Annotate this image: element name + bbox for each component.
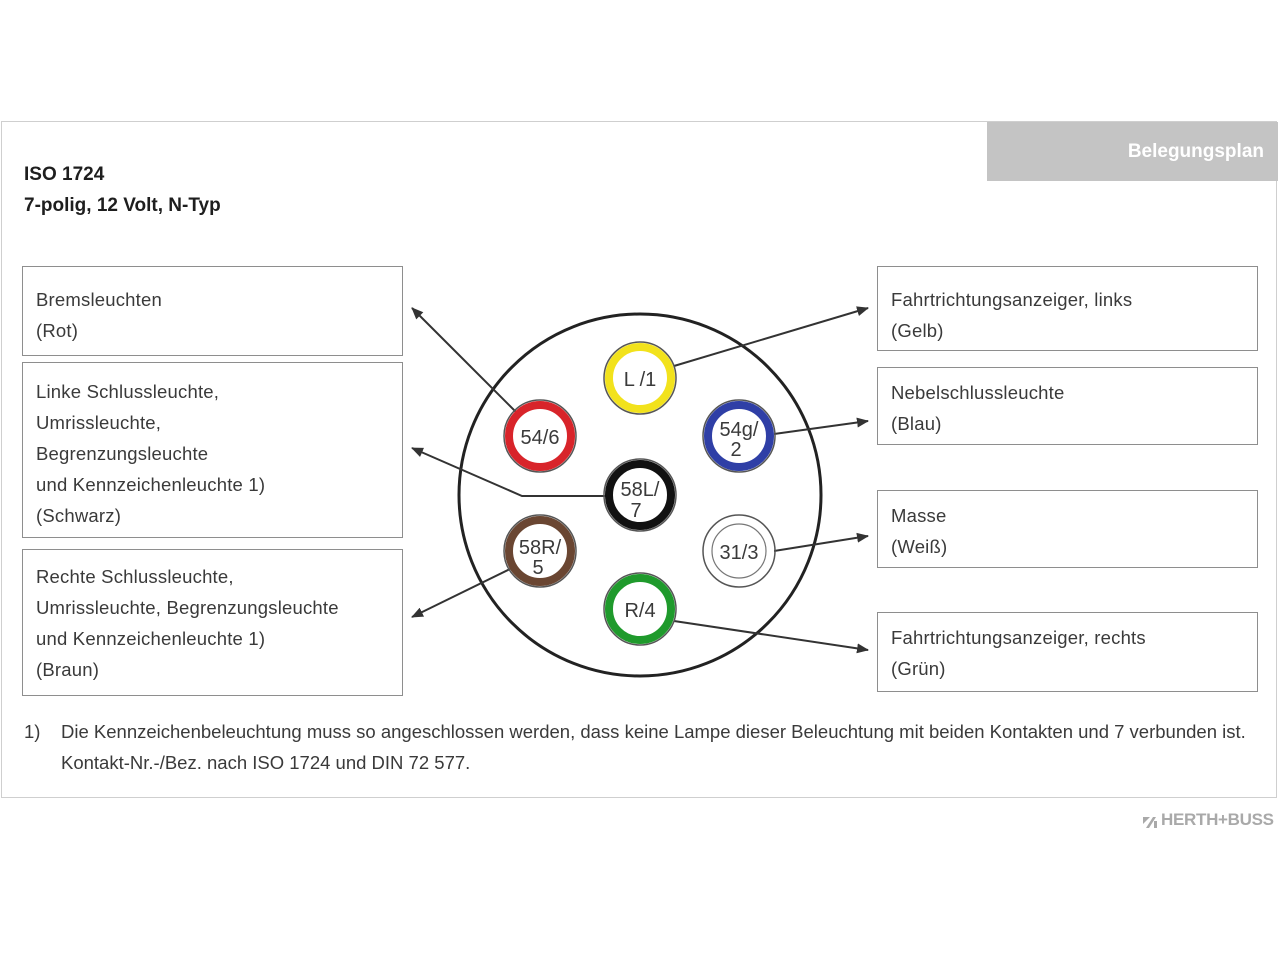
box-line: (Grün) — [891, 658, 946, 679]
socket-outline — [457, 312, 823, 678]
box-line: Masse — [891, 505, 947, 526]
box-line: und Kennzeichenleuchte 1) — [36, 628, 266, 649]
box-line: Bremsleuchten — [36, 289, 162, 310]
label-box-nebelschlussleuchte: Nebelschlussleuchte (Blau) — [877, 367, 1258, 445]
pin-label: 58L/ — [621, 479, 660, 501]
pin-label: 54g/ — [720, 419, 759, 441]
connector-lines — [411, 306, 869, 654]
label-box-masse: Masse (Weiß) — [877, 490, 1258, 568]
pin-ring — [505, 516, 575, 586]
pin-inner-outline — [711, 523, 767, 579]
box-line: (Weiß) — [891, 536, 948, 557]
box-line: Fahrtrichtungsanzeiger, links — [891, 289, 1133, 310]
label-box-fahrtrichtung-links: Fahrtrichtungsanzeiger, links (Gelb) — [877, 266, 1258, 351]
pin-ring — [605, 460, 675, 530]
pin-label-2: 2 — [730, 439, 741, 461]
pin-outline — [503, 399, 577, 473]
pin-label-2: 5 — [532, 557, 543, 579]
box-line: (Braun) — [36, 659, 100, 680]
footnote-mark: 1) — [24, 721, 41, 742]
box-line: und Kennzeichenleuchte 1) — [36, 474, 266, 495]
label-box-rechte-schlussleuchte: Rechte Schlussleuchte, Umrissleuchte, Be… — [22, 549, 403, 696]
spec-subtitle: 7-polig, 12 Volt, N-Typ — [24, 195, 221, 216]
box-line: Umrissleuchte, Begrenzungsleuchte — [36, 597, 339, 618]
arrow-l-1 — [673, 306, 869, 367]
label-box-fahrtrichtung-rechts: Fahrtrichtungsanzeiger, rechts (Grün) — [877, 612, 1258, 692]
pin-label: L /1 — [624, 369, 657, 391]
pin-label: 31/3 — [720, 542, 759, 564]
pin-outline — [603, 341, 677, 415]
box-line: (Schwarz) — [36, 505, 122, 526]
pin-outline — [503, 514, 577, 588]
box-line: Nebelschlussleuchte — [891, 382, 1065, 403]
pin-ring — [505, 401, 575, 471]
arrow-58r-5 — [411, 568, 511, 618]
arrow-58l-7 — [411, 447, 606, 497]
box-line: (Blau) — [891, 413, 942, 434]
pin-58l7: 58L/ 7 — [603, 458, 677, 532]
pin-54g2: 54g/ 2 — [702, 399, 776, 473]
pin-58r5: 58R/ 5 — [503, 514, 577, 588]
standard-title: ISO 1724 — [24, 164, 105, 185]
footnote-text: Die Kennzeichenbeleuchtung muss so anges… — [61, 721, 1246, 773]
arrow-r-4 — [673, 620, 869, 654]
arrow-31-3 — [773, 532, 869, 552]
pin-outline — [603, 572, 677, 646]
box-line: (Rot) — [36, 320, 79, 341]
pin-l1: L /1 — [603, 341, 677, 415]
pin-ring — [704, 516, 774, 586]
pin-313: 31/3 — [702, 514, 776, 588]
label-box-bremsleuchten: Bremsleuchten (Rot) — [22, 266, 403, 356]
box-line: Fahrtrichtungsanzeiger, rechts — [891, 627, 1146, 648]
pin-label: 54/6 — [521, 427, 560, 449]
arrow-54-6 — [411, 307, 518, 414]
box-line: Umrissleuchte, — [36, 412, 162, 433]
belegungsplan-tag: Belegungsplan — [987, 122, 1278, 181]
pin-outline — [702, 399, 776, 473]
box-line: Begrenzungsleuchte — [36, 443, 209, 464]
pin-ring — [704, 401, 774, 471]
pin-r4: R/4 — [603, 572, 677, 646]
pin-ring — [605, 343, 675, 413]
box-line: Linke Schlussleuchte, — [36, 381, 220, 402]
label-box-linke-schlussleuchte: Linke Schlussleuchte, Umrissleuchte, Beg… — [22, 362, 403, 538]
pin-546: 54/6 — [503, 399, 577, 473]
box-line: (Gelb) — [891, 320, 944, 341]
box-line: Rechte Schlussleuchte, — [36, 566, 234, 587]
pin-label: 58R/ — [519, 537, 562, 559]
pin-label-2: 7 — [630, 500, 641, 522]
pin-outline — [702, 514, 776, 588]
arrow-54g-2 — [773, 417, 869, 435]
pin-outline — [603, 458, 677, 532]
pin-ring — [605, 574, 675, 644]
brand-name: HERTH+BUSS — [1161, 810, 1274, 829]
brand-logo: HERTH+BUSS — [1143, 810, 1274, 830]
brand-mark-icon — [1143, 814, 1158, 828]
pin-label: R/4 — [624, 600, 655, 622]
